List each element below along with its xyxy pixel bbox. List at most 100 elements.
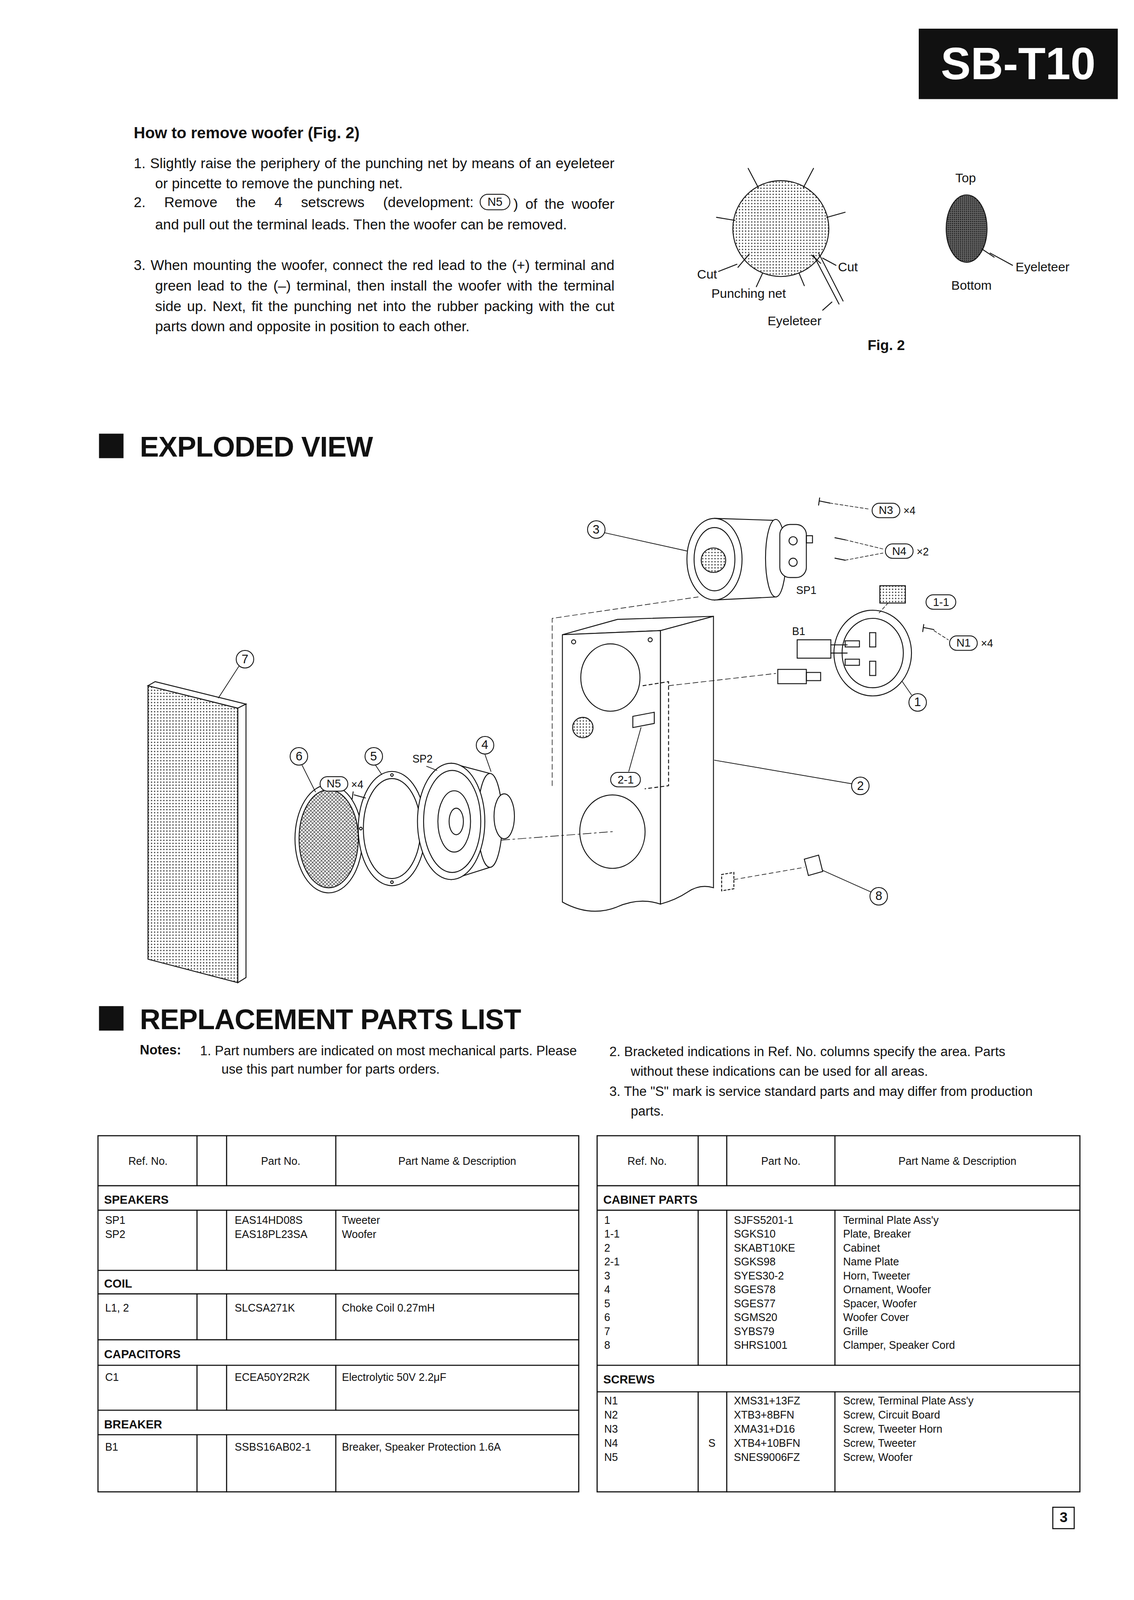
terminal-plate [879, 585, 906, 604]
callout-text: N3 [878, 504, 894, 517]
table-header: Part No. [261, 1154, 301, 1168]
leader-line [822, 870, 871, 892]
leader-line [604, 532, 687, 552]
cabinet [721, 872, 734, 891]
grille [148, 681, 247, 709]
cabinet [648, 637, 653, 642]
terminal-plate [777, 669, 807, 684]
section-heading: How to remove woofer (Fig. 2) [133, 123, 360, 143]
terminal-plate [831, 644, 848, 654]
tweeter-horn [789, 536, 798, 545]
parts-table-grid [698, 1135, 836, 1492]
tweeter-horn [686, 518, 743, 600]
table-cell: L1, 2 [105, 1301, 130, 1315]
callout-number: 4 [475, 736, 495, 755]
table-cell: SKABT10KE [733, 1241, 796, 1255]
woofer-spacer [390, 773, 394, 777]
grille [148, 681, 247, 983]
table-header: Part Name & Description [398, 1154, 517, 1168]
table-cell: N1 [604, 1394, 618, 1408]
table-header: Ref. No. [627, 1154, 667, 1168]
woofer-screw [352, 791, 366, 799]
callout-number: 7 [235, 650, 255, 669]
grille [237, 703, 247, 983]
callout-text: 3 [1059, 1509, 1068, 1526]
callout-text: N1 [956, 636, 971, 650]
cord-clamper [804, 854, 823, 876]
table-cell: Grille [843, 1324, 868, 1338]
punching-net-figure [946, 194, 987, 262]
callout-text: N4 [892, 545, 907, 558]
figure-label: Eyeleteer [1015, 259, 1070, 275]
leader-line [628, 727, 642, 772]
alignment-line [733, 867, 805, 880]
cabinet [571, 639, 576, 645]
terminal-plate [869, 661, 876, 676]
woofer-spacer [390, 880, 394, 884]
woofer-cover [299, 789, 359, 888]
table-cell: SGKS98 [733, 1255, 776, 1268]
section-heading: EXPLODED VIEW [139, 429, 373, 464]
woofer-screw [352, 791, 366, 799]
callout-number-shape [587, 520, 605, 539]
leader-line [426, 766, 437, 771]
part-label: B1 [792, 624, 806, 638]
tweeter-horn [686, 498, 883, 600]
parts-table-grid [97, 1135, 1081, 1492]
parts-table-grid [596, 1135, 1080, 1492]
instruction-text: 3. When mounting the woofer, connect the… [133, 255, 615, 337]
screw-callout-shape [872, 503, 900, 518]
terminal-plate [869, 632, 876, 647]
table-cell: N3 [604, 1422, 618, 1436]
callout-text: 3 [592, 522, 600, 537]
woofer-spacer [363, 778, 421, 879]
parts-table-grid [596, 1185, 1080, 1393]
table-cell: SNES9006FZ [733, 1450, 800, 1464]
callout-number-shape [926, 594, 956, 610]
table-header: Part No. [761, 1154, 801, 1168]
quantity-label: ×2 [916, 545, 930, 559]
screw-callout-shape [480, 194, 511, 210]
leader-line [302, 765, 316, 792]
callout-text: 6 [295, 749, 303, 763]
callout-text: 1 [914, 695, 921, 709]
punching-net-figure [982, 249, 1013, 266]
woofer [423, 770, 481, 873]
notes-heading: Notes: [139, 1041, 182, 1058]
table-cell: Horn, Tweeter [843, 1269, 911, 1283]
screw-callout: N5 [319, 776, 349, 792]
screw-callout-shape [320, 776, 348, 792]
table-cell: EAS14HD08S [234, 1213, 303, 1227]
tweeter-horn [806, 535, 813, 544]
note-text: 2. Bracketed indications in Ref. No. col… [609, 1041, 1049, 1081]
punching-net-figure [718, 258, 836, 311]
cabinet [632, 712, 655, 728]
callout-number-shape [476, 736, 494, 755]
table-cell: Woofer Cover [843, 1310, 909, 1324]
part-label: SP1 [795, 583, 817, 597]
woofer-spacer [358, 771, 426, 886]
callout-text: 4 [481, 738, 489, 752]
woofer-cover [294, 784, 363, 894]
leader-line [375, 765, 382, 775]
table-cell: XMS31+13FZ [733, 1394, 801, 1408]
tweeter-horn [694, 527, 735, 591]
terminal-plate [877, 602, 888, 615]
cabinet [643, 681, 669, 789]
leader-line [484, 754, 491, 772]
instruction-text: 1. Slightly raise the periphery of the p… [133, 153, 615, 194]
callout-text: 1-1 [932, 596, 950, 609]
table-cell: 8 [604, 1338, 611, 1352]
heading-marker [98, 1006, 124, 1031]
callout-text: 8 [875, 889, 883, 903]
table-cell: Terminal Plate Ass'y [843, 1213, 939, 1227]
callout-number: 2 [851, 776, 870, 796]
woofer [449, 808, 464, 835]
table-cell: C1 [105, 1370, 119, 1384]
instruction-text: ) of the woofer and pull out the termina… [155, 193, 615, 235]
grille [148, 685, 238, 983]
line-art [97, 168, 1081, 1492]
table-cell: SP2 [105, 1227, 126, 1241]
table-cell: Name Plate [843, 1255, 900, 1268]
table-cell: 5 [604, 1297, 611, 1310]
